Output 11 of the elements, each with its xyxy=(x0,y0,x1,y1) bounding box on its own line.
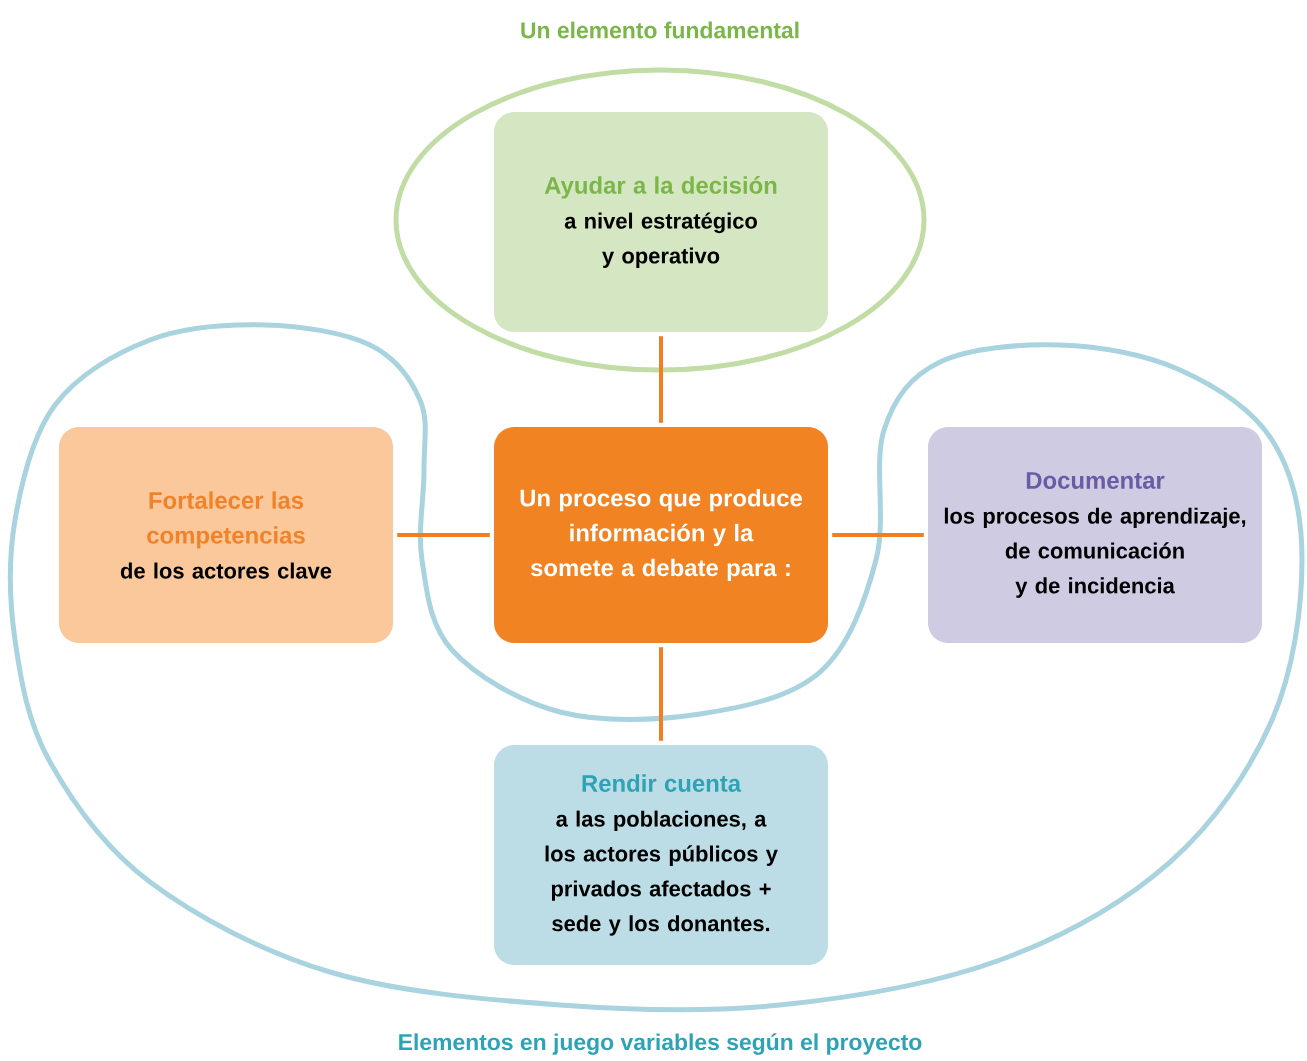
text-box: Rendir cuenta a las poblaciones, a los actores públicos y privados afectados + sede y los donantes. xyxy=(494,745,828,965)
node-label: Elementos en juego variables según el proyecto xyxy=(399,1033,922,1055)
text-box: Un proceso que produce información y la somete a debate para : xyxy=(494,427,828,643)
connector-line xyxy=(832,533,924,537)
text-box: Fortalecer las competencias de los actores clave xyxy=(59,427,393,643)
text-box: Documentar los procesos de aprendizaje, de comunicación y de incidencia xyxy=(928,427,1262,643)
text-box: Ayudar a la decisión a nivel estratégico y operativo xyxy=(494,112,828,332)
node-label: Un elemento fundamental xyxy=(521,21,799,39)
connector-line xyxy=(659,647,663,741)
connector-line xyxy=(659,336,663,423)
connector-line xyxy=(397,533,490,537)
